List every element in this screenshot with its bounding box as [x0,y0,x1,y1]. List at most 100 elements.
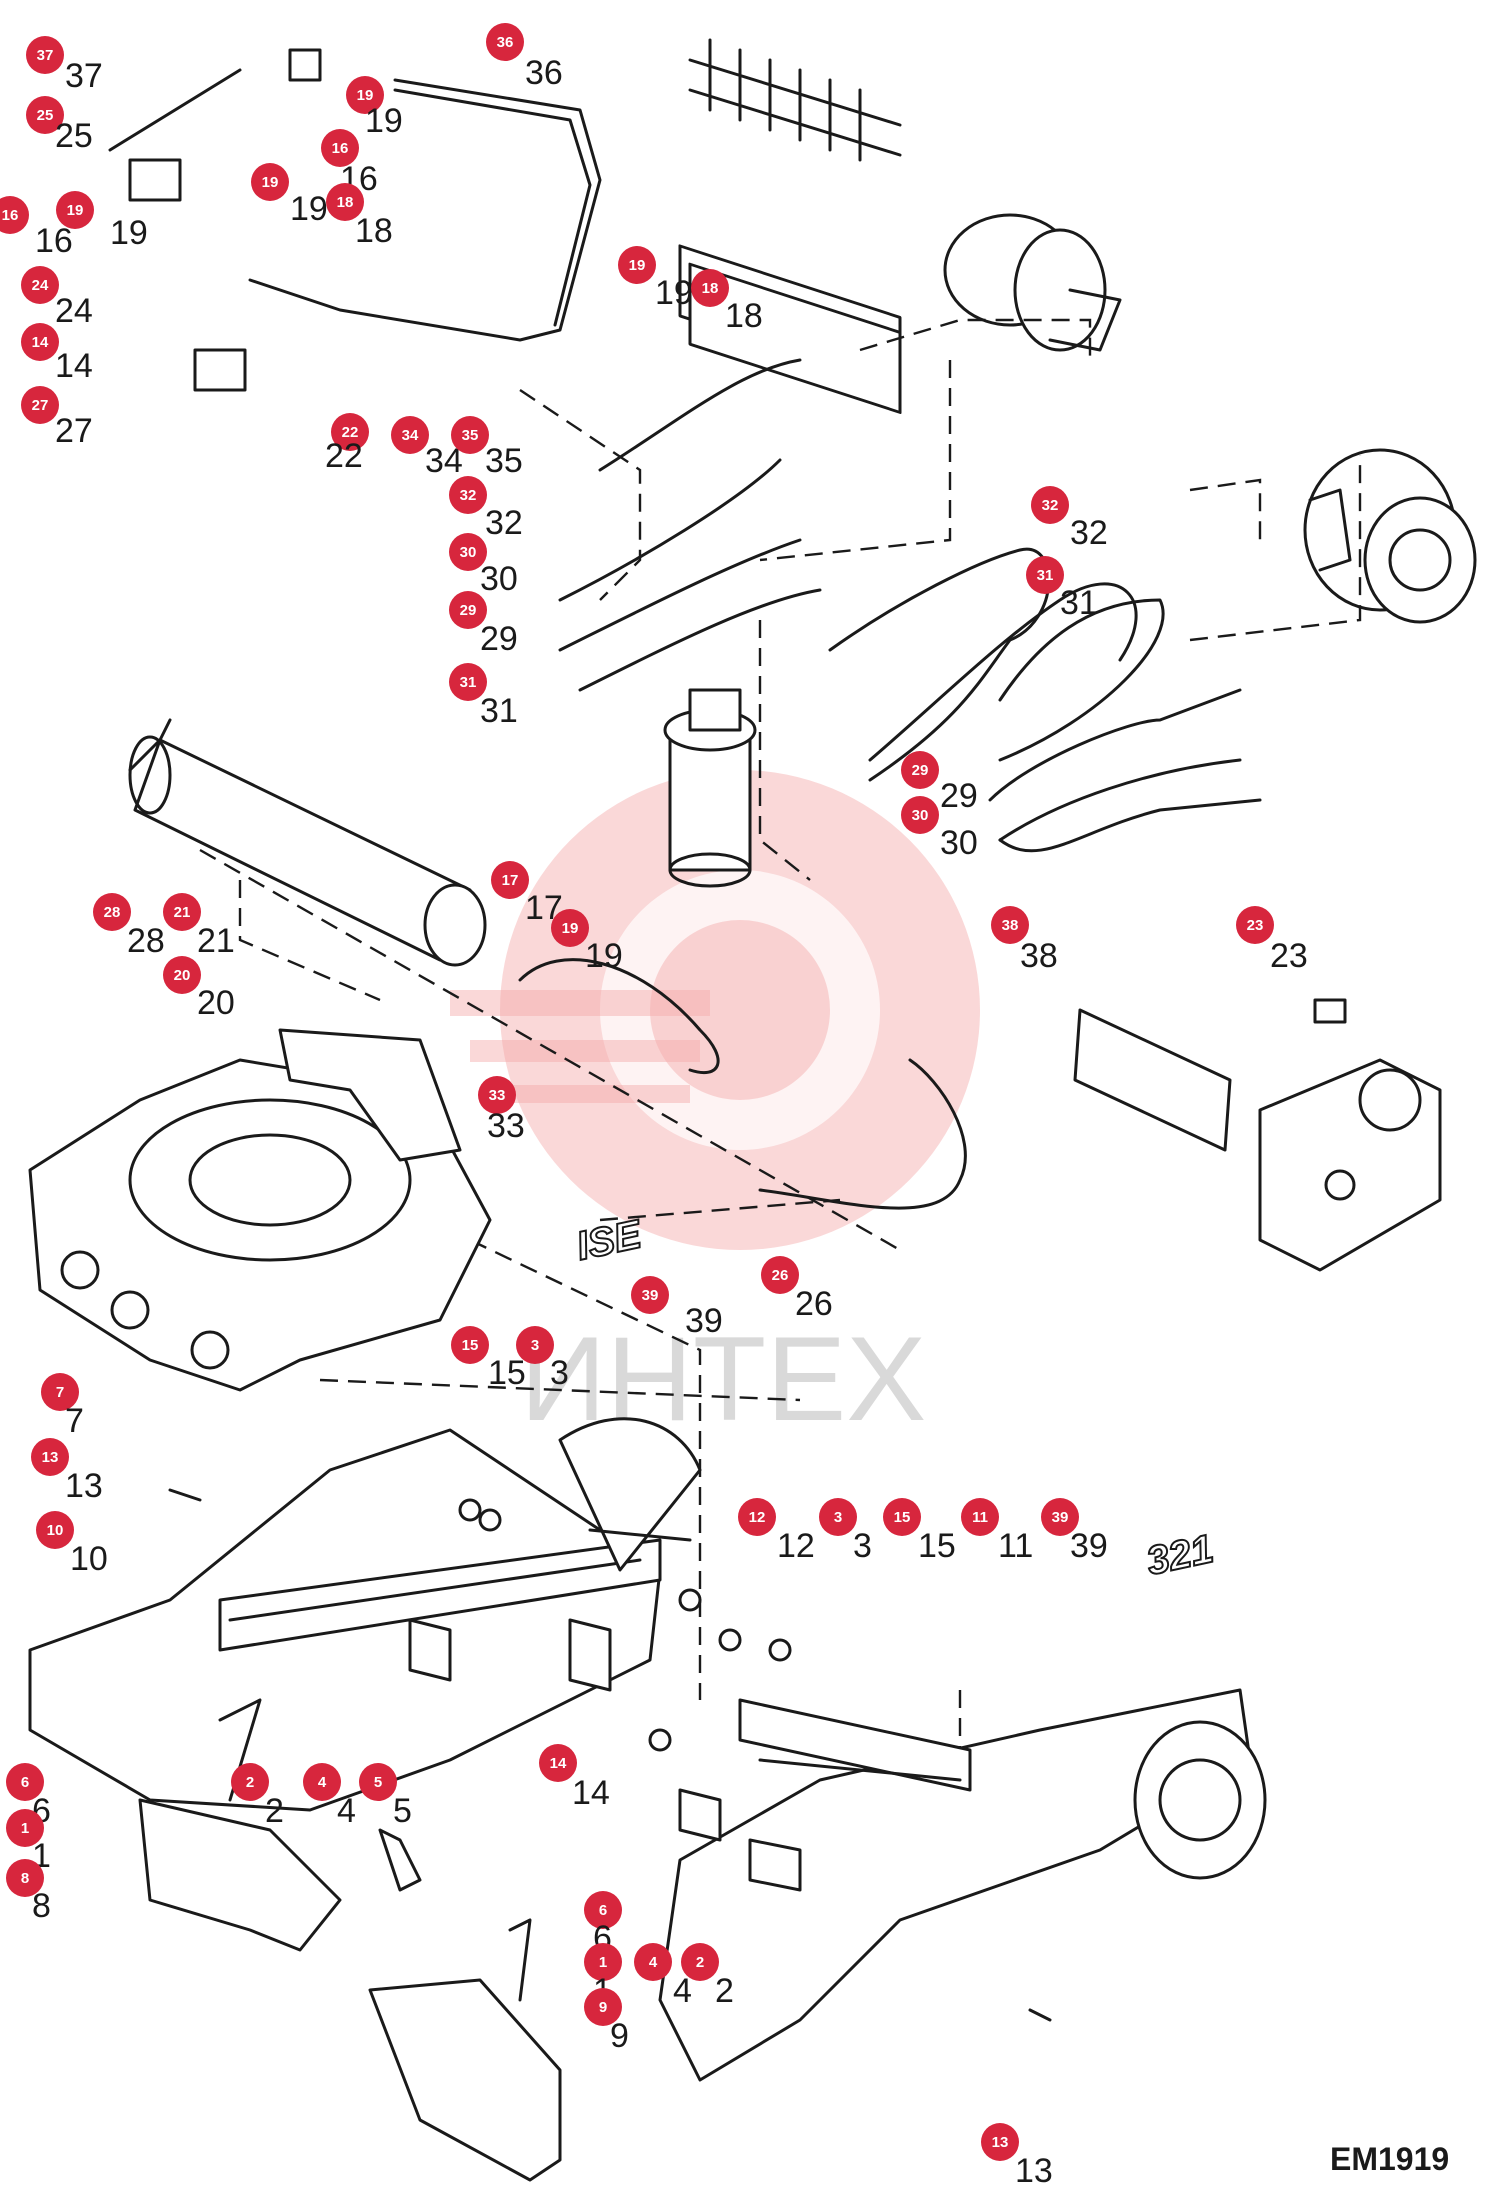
badge-number: 35 [462,427,479,444]
badge-circle [303,1763,341,1801]
badge-circle [491,861,529,899]
callout-badge-39[interactable]: 39 [631,1276,669,1314]
callout-badge-36[interactable]: 36 [486,23,524,61]
callout-badge-38[interactable]: 38 [991,906,1029,944]
badge-number: 13 [42,1449,59,1466]
part-number-19: 19 [365,102,403,140]
callout-badge-9[interactable]: 9 [584,1988,622,2026]
badge-circle [449,663,487,701]
badge-circle [478,1076,516,1114]
callout-badge-21[interactable]: 21 [163,893,201,931]
callout-badge-12[interactable]: 12 [738,1498,776,1536]
callout-badge-13[interactable]: 13 [31,1438,69,1476]
callout-badge-37[interactable]: 37 [26,36,64,74]
callout-badge-3[interactable]: 3 [819,1498,857,1536]
callout-badge-19[interactable]: 19 [551,909,589,947]
callout-badge-31[interactable]: 31 [449,663,487,701]
part-number-14: 14 [572,1774,610,1812]
callout-badge-3[interactable]: 3 [516,1326,554,1364]
badge-number: 34 [402,427,419,444]
part-number-21: 21 [197,922,235,960]
part-number-8: 8 [32,1887,51,1925]
callout-badge-33[interactable]: 33 [478,1076,516,1114]
callout-badge-6[interactable]: 6 [584,1891,622,1929]
callout-badge-10[interactable]: 10 [36,1511,74,1549]
part-number-22: 22 [325,437,363,475]
callout-badge-4[interactable]: 4 [303,1763,341,1801]
callout-badge-30[interactable]: 30 [449,533,487,571]
callout-badge-1[interactable]: 1 [584,1943,622,1981]
callout-badge-26[interactable]: 26 [761,1256,799,1294]
callout-badge-19[interactable]: 19 [618,246,656,284]
badge-number: 14 [32,334,49,351]
callout-badge-8[interactable]: 8 [6,1859,44,1897]
callout-badge-5[interactable]: 5 [359,1763,397,1801]
callout-badge-16[interactable]: 16 [0,196,29,234]
part-number-29: 29 [480,620,518,658]
badge-circle [1236,906,1274,944]
badge-circle [961,1498,999,1536]
callout-badge-25[interactable]: 25 [26,96,64,134]
part-number-33: 33 [487,1107,525,1145]
part-number-23: 23 [1270,937,1308,975]
badge-number: 29 [460,602,477,619]
callout-badge-17[interactable]: 17 [491,861,529,899]
badge-circle [1031,486,1069,524]
callout-badge-18[interactable]: 18 [326,183,364,221]
part-number-11: 11 [998,1527,1033,1565]
swivel-joint [663,688,757,888]
callout-badge-29[interactable]: 29 [449,591,487,629]
callout-badge-2[interactable]: 2 [681,1943,719,1981]
callout-badge-39[interactable]: 39 [1041,1498,1079,1536]
callout-badge-23[interactable]: 23 [1236,906,1274,944]
badge-number: 1 [21,1820,29,1837]
badge-number: 33 [489,1087,506,1104]
callout-badge-28[interactable]: 28 [93,893,131,931]
callout-badge-31[interactable]: 31 [1026,556,1064,594]
badge-circle [883,1498,921,1536]
part-number-10: 10 [70,1540,108,1578]
badge-number: 19 [357,87,374,104]
badge-number: 22 [342,424,359,441]
swing-cylinder [128,718,487,967]
part-number-4: 4 [673,1972,692,2010]
callout-badge-1[interactable]: 1 [6,1809,44,1847]
callout-badge-6[interactable]: 6 [6,1763,44,1801]
callout-badge-24[interactable]: 24 [21,266,59,304]
part-number-31: 31 [480,692,518,730]
callout-badge-14[interactable]: 14 [21,323,59,361]
callout-badge-2[interactable]: 2 [231,1763,269,1801]
callout-badge-32[interactable]: 32 [449,476,487,514]
callout-badge-14[interactable]: 14 [539,1744,577,1782]
drive-motor-lower [1303,448,1477,624]
part-number-14: 14 [55,347,93,385]
callout-badge-29[interactable]: 29 [901,751,939,789]
callout-badge-22[interactable]: 22 [331,413,369,451]
callout-badge-18[interactable]: 18 [691,269,729,307]
callout-badge-30[interactable]: 30 [901,796,939,834]
callout-badge-32[interactable]: 32 [1031,486,1069,524]
badge-circle [681,1943,719,1981]
badge-number: 15 [894,1509,911,1526]
callout-badge-19[interactable]: 19 [56,191,94,229]
badge-number: 18 [702,280,719,297]
callout-badge-13[interactable]: 13 [981,2123,1019,2161]
badge-circle [163,956,201,994]
callout-badge-11[interactable]: 11 [961,1498,999,1536]
badge-number: 24 [32,277,49,294]
callout-badge-15[interactable]: 15 [451,1326,489,1364]
callout-badge-7[interactable]: 7 [41,1373,79,1411]
badge-number: 3 [834,1509,842,1526]
callout-badge-16[interactable]: 16 [321,129,359,167]
callout-badge-20[interactable]: 20 [163,956,201,994]
callout-badge-27[interactable]: 27 [21,386,59,424]
badge-circle [321,129,359,167]
callout-badge-15[interactable]: 15 [883,1498,921,1536]
badge-circle [449,533,487,571]
callout-badge-19[interactable]: 19 [346,76,384,114]
callout-badge-34[interactable]: 34 [391,416,429,454]
callout-badge-4[interactable]: 4 [634,1943,672,1981]
badge-circle [451,416,489,454]
callout-badge-35[interactable]: 35 [451,416,489,454]
callout-badge-19[interactable]: 19 [251,163,289,201]
